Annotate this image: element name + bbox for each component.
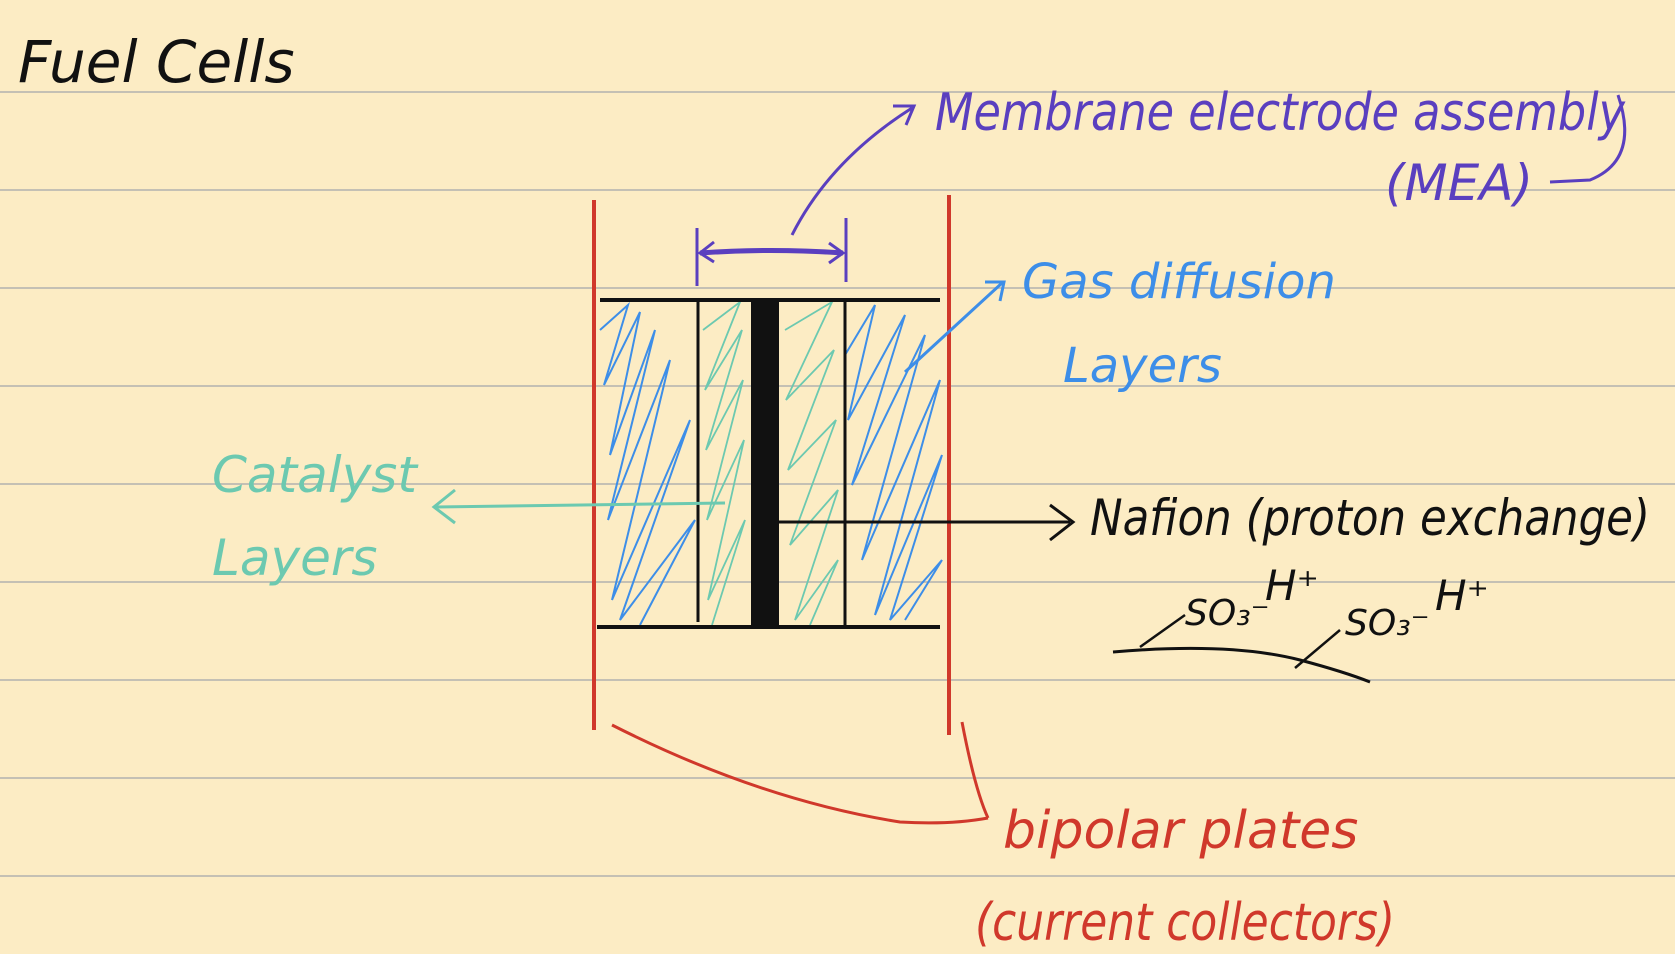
gdl-label-line1: Gas diffusion (1022, 254, 1336, 310)
gdl-leader-arrowhead (985, 280, 1006, 302)
gdl-hatch-left (599, 301, 696, 626)
mea-span-arrowhead-right (828, 241, 846, 265)
catalyst-label-line2: Layers (212, 529, 377, 587)
gdl-label-line2: Layers (1063, 338, 1222, 394)
page-title: Fuel Cells (18, 28, 295, 96)
polymer-backbone (1112, 646, 1371, 684)
nafion-label: Nafion (proton exchange) (1090, 489, 1650, 547)
nafion-leader-arrowhead (1049, 503, 1076, 542)
sulfonate-group-2: SO₃⁻ (1345, 603, 1430, 644)
proton-1: H⁺ (1265, 561, 1319, 610)
bipolar-leader-right (960, 721, 990, 819)
mea-label-line2: (MEA) (1385, 154, 1533, 212)
mea-label-line1: Membrane electrode assembly (935, 83, 1626, 143)
side-chain-2 (1294, 629, 1341, 669)
mea-span-arrowhead-left (697, 240, 715, 264)
bipolar-label-line2: (current collectors) (975, 893, 1395, 953)
ruled-lines (0, 91, 1675, 877)
bipolar-leader-left (611, 723, 989, 825)
gdl-leader-arrow (903, 281, 1004, 374)
catalyst-leader-arrowhead (431, 488, 456, 525)
side-chain-1 (1139, 613, 1186, 649)
mea-leader-arrow (790, 106, 913, 236)
bipolar-label-line1: bipolar plates (1003, 801, 1358, 861)
gdl-hatch-right (844, 304, 943, 621)
nafion-membrane (751, 298, 779, 628)
catalyst-leader-arrow (435, 501, 726, 509)
sulfonate-chain-sketch: SO₃⁻ H⁺ SO₃⁻ H⁺ (1112, 561, 1489, 684)
sulfonate-group-1: SO₃⁻ (1185, 593, 1270, 634)
fuel-cell-diagram (592, 195, 951, 735)
leader-arrows (431, 94, 1627, 825)
catalyst-hatch-right (784, 299, 839, 626)
mea-leader-arrowhead (893, 104, 917, 126)
mea-label-brace (1549, 94, 1627, 184)
catalyst-label-line1: Catalyst (212, 446, 419, 504)
catalyst-hatch-left (702, 299, 746, 626)
proton-2: H⁺ (1435, 571, 1489, 620)
mea-span-arrow (699, 248, 844, 256)
